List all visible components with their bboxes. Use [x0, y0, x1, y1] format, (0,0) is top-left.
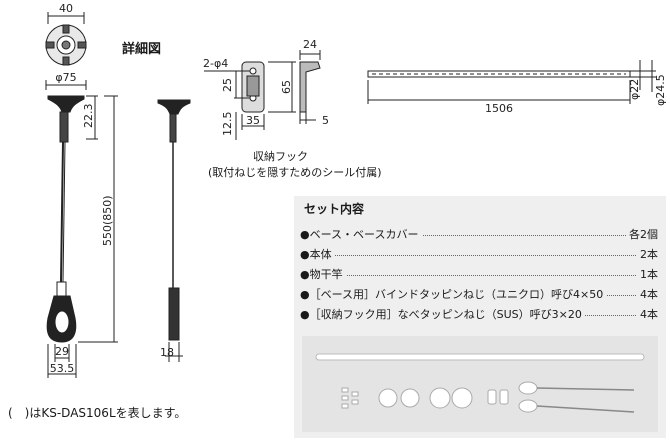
arm-rod [60, 141, 64, 283]
hook-note: (取付ねじを隠すためのシール付属) [208, 166, 382, 179]
dimension-labels: 40 φ75 22.3 550(850) 29 53.5 18 2-φ4 25 … [50, 2, 667, 375]
dim-pole-length: 1506 [485, 102, 513, 115]
photo-screws [341, 387, 349, 393]
set-item: ●本体 2本 [300, 246, 658, 262]
set-item-name: ●［収納フック用］なべタッピンねじ（SUS）呼び3×20 [300, 306, 585, 322]
dim-pole-end-dia: φ24.5 [654, 74, 667, 106]
set-item: ●物干竿 1本 [300, 266, 658, 282]
set-item-name: ●物干竿 [300, 266, 346, 282]
dim-arm-length: 550(850) [101, 195, 114, 246]
dim-base-dia: φ75 [55, 71, 76, 84]
dim-loop-outer: 53.5 [50, 362, 75, 375]
set-item-qty: 4本 [637, 306, 658, 322]
photo-arm-loop [518, 381, 538, 395]
set-contents-panel: セット内容 ●ベース・ベースカバー 各2個 ●本体 2本 ●物干竿 1本 ●［ベース用… [294, 196, 666, 438]
dim-hook-65: 65 [280, 80, 293, 94]
set-contents-photo [302, 336, 658, 432]
dim-hook-5: 5 [322, 114, 329, 127]
set-item-qty: 各2個 [626, 226, 658, 242]
set-item-name: ●［ベース用］バインドタッピンねじ（ユニクロ）呼び4×50 [300, 286, 607, 302]
dim-side-width: 18 [160, 346, 174, 359]
dim-hook-holes: 2-φ4 [203, 57, 228, 70]
dim-hook-35: 35 [246, 114, 260, 127]
dim-hook-12-5: 12.5 [221, 112, 234, 137]
set-item: ●ベース・ベースカバー 各2個 [300, 226, 658, 242]
set-item-qty: 4本 [637, 286, 658, 302]
side-loop [168, 287, 180, 341]
photo-base-cover [429, 387, 451, 409]
set-item-qty: 2本 [637, 246, 658, 262]
dim-arm-top: 22.3 [82, 104, 95, 129]
dim-hook-25: 25 [221, 78, 234, 92]
base-front [47, 95, 85, 113]
detail-title: 詳細図 [122, 42, 162, 57]
photo-base [378, 388, 398, 408]
side-base [157, 99, 191, 115]
dim-loop-inner: 29 [55, 345, 69, 358]
storage-hook-side [299, 61, 321, 113]
dim-hook-24: 24 [303, 38, 317, 51]
set-title: セット内容 [304, 202, 365, 216]
set-item-name: ●ベース・ベースカバー [300, 226, 422, 242]
photo-pole [315, 353, 645, 361]
set-item-qty: 1本 [637, 266, 658, 282]
set-item: ●［ベース用］バインドタッピンねじ（ユニクロ）呼び4×50 4本 [300, 286, 658, 302]
photo-hooks [487, 389, 497, 405]
dim-ring-top: 40 [59, 2, 73, 15]
set-item: ●［収納フック用］なべタッピンねじ（SUS）呼び3×20 4本 [300, 306, 658, 322]
dim-pole-dia: φ22 [628, 79, 641, 100]
set-item-name: ●本体 [300, 246, 335, 262]
model-note: ( )はKS-DAS106Lを表します。 [8, 406, 187, 420]
arm-upper-grip [59, 111, 69, 143]
hook-caption: 収納フック [253, 150, 308, 163]
